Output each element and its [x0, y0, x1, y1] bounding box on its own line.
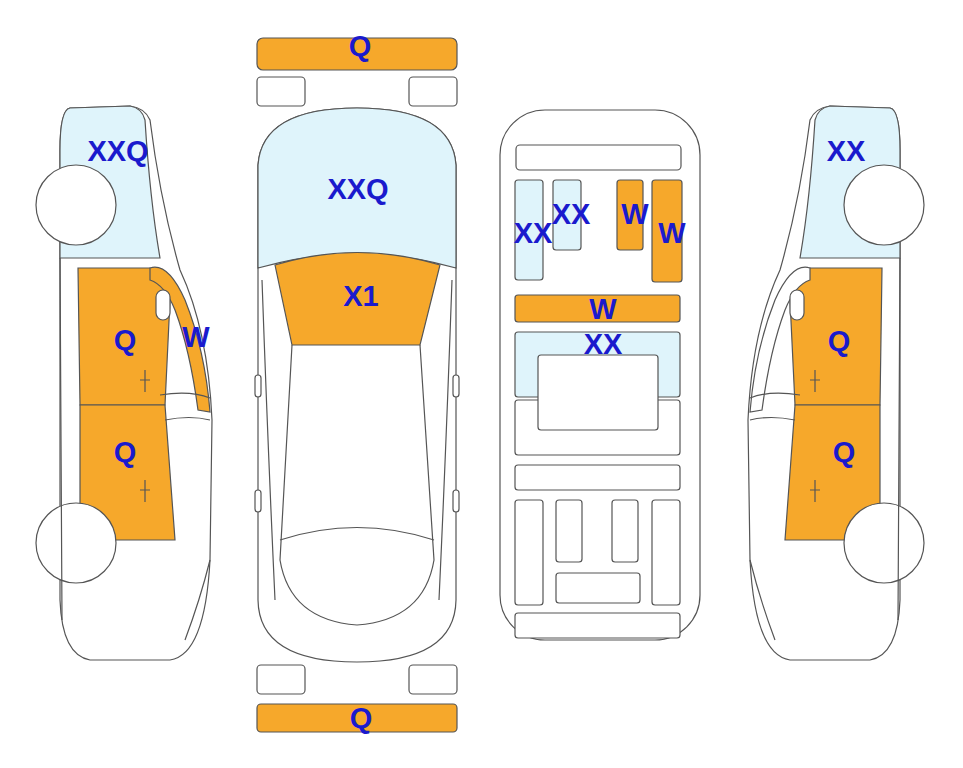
damage-code: W	[621, 200, 648, 229]
damage-code: XXQ	[87, 137, 148, 166]
damage-code: W	[658, 219, 685, 248]
left-side-view	[36, 106, 212, 660]
damage-code: Q	[350, 704, 373, 733]
damage-code: XXQ	[327, 175, 388, 204]
damage-code: Q	[833, 438, 856, 467]
damage-code: X1	[343, 282, 378, 311]
right-side-view	[748, 106, 924, 660]
damage-code: W	[589, 295, 616, 324]
damage-code: XX	[552, 200, 591, 229]
damage-code: W	[182, 323, 209, 352]
damage-code: Q	[828, 327, 851, 356]
damage-code: Q	[114, 438, 137, 467]
damage-code: XX	[827, 137, 866, 166]
top-view	[255, 38, 459, 732]
interior-view	[500, 110, 700, 640]
damage-code: XX	[514, 219, 553, 248]
damage-code: XX	[584, 330, 623, 359]
damage-code: Q	[349, 32, 372, 61]
damage-code: Q	[114, 326, 137, 355]
